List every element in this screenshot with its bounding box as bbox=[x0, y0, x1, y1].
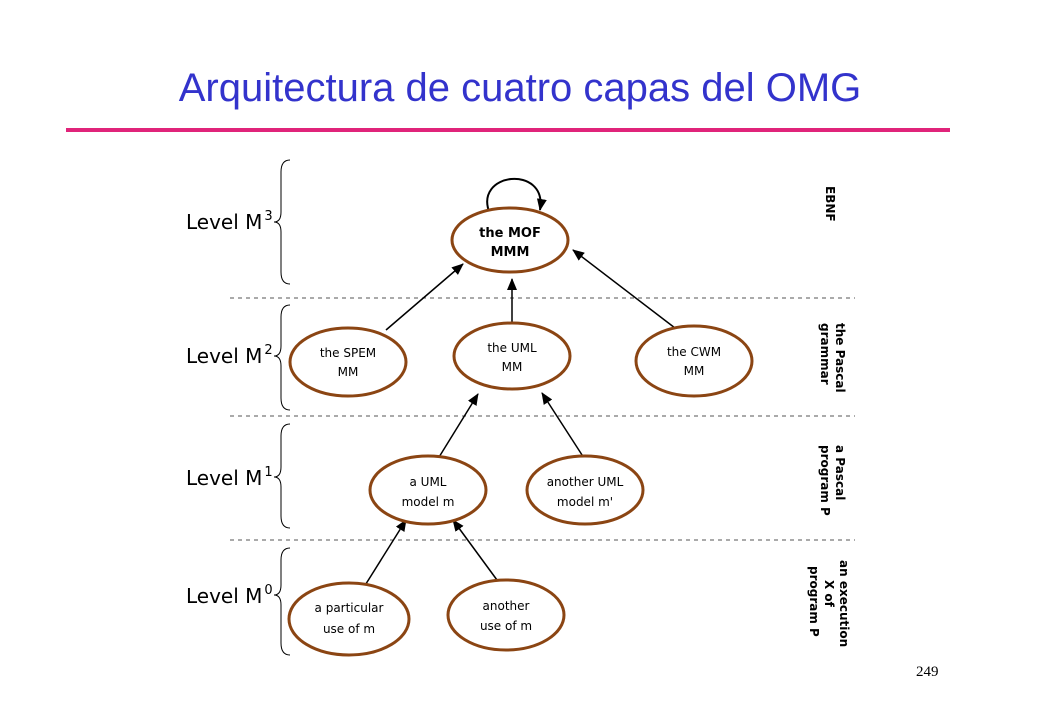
side-annotation-m3: EBNF bbox=[823, 186, 837, 222]
page-number: 249 bbox=[916, 664, 939, 680]
node-uml-model: a UML model m bbox=[368, 454, 488, 526]
svg-text:the CWM: the CWM bbox=[667, 345, 721, 359]
svg-text:another UML: another UML bbox=[547, 475, 624, 489]
side-annotation-m0: an execution X of program P bbox=[807, 560, 851, 651]
arrow-anotherumlmodel-to-uml bbox=[541, 392, 585, 459]
node-another-uml-model: another UML model m' bbox=[525, 454, 645, 526]
title-underline bbox=[66, 128, 950, 132]
svg-text:the MOF: the MOF bbox=[479, 226, 541, 241]
node-spem: the SPEM MM bbox=[288, 326, 408, 398]
node-uml: the UML MM bbox=[452, 321, 572, 391]
svg-text:the SPEM: the SPEM bbox=[320, 346, 376, 360]
level-brace bbox=[273, 159, 291, 285]
arrow-umlmodel-to-uml bbox=[435, 393, 479, 463]
node-mof: the MOF MMM bbox=[450, 206, 570, 274]
arrow-cwm-to-mof bbox=[572, 249, 676, 329]
svg-text:MM: MM bbox=[502, 360, 523, 374]
svg-text:another: another bbox=[483, 599, 530, 613]
self-loop-arrow bbox=[486, 177, 547, 215]
svg-text:model m': model m' bbox=[557, 495, 613, 509]
svg-text:a particular: a particular bbox=[315, 601, 384, 615]
svg-text:MM: MM bbox=[338, 365, 359, 379]
level-brace bbox=[273, 547, 291, 656]
svg-text:use of m: use of m bbox=[323, 622, 375, 636]
arrow-particular-to-umlmodel bbox=[363, 519, 407, 588]
level-brace bbox=[273, 304, 291, 411]
svg-text:the UML: the UML bbox=[487, 341, 537, 355]
arrow-anotheruse-to-umlmodel bbox=[452, 519, 498, 581]
node-cwm: the CWM MM bbox=[634, 324, 754, 398]
side-annotation-m1: a Pascal program P bbox=[818, 445, 847, 516]
svg-text:use of m: use of m bbox=[480, 619, 532, 633]
node-another-use: another use of m bbox=[446, 578, 566, 652]
slide-title: Arquitectura de cuatro capas del OMG bbox=[178, 66, 862, 110]
svg-text:MMM: MMM bbox=[491, 245, 530, 260]
side-annotation-m2: the Pascal grammar bbox=[818, 323, 847, 397]
level-brace bbox=[273, 423, 291, 529]
svg-text:MM: MM bbox=[684, 364, 705, 378]
svg-text:model m: model m bbox=[402, 495, 455, 509]
arrow-spem-to-mof bbox=[385, 263, 464, 331]
svg-text:a UML: a UML bbox=[410, 475, 447, 489]
node-particular-use: a particular use of m bbox=[287, 581, 411, 657]
